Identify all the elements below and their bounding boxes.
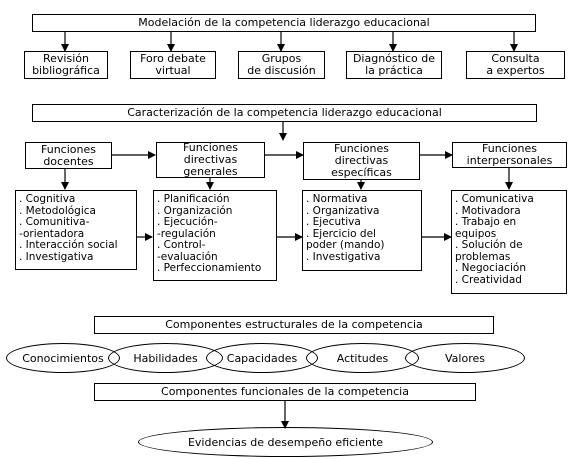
list-item: . Perfeccionamiento xyxy=(157,262,262,274)
item-consulta: Consulta a expertos xyxy=(466,51,565,79)
list-item: . Trabajo en equipos xyxy=(455,216,517,240)
list-item: . Comunicativa xyxy=(455,193,534,205)
list-item: . Cognitiva xyxy=(19,193,76,205)
function-docentes: Funciones docentes xyxy=(25,142,112,169)
list-interpersonales: . Comunicativa . Motivadora . Trabajo en… xyxy=(451,190,567,294)
list-item: . Creatividad xyxy=(455,273,522,286)
component-capacidades: Capacidades xyxy=(206,343,318,373)
list-item: . Negociación xyxy=(455,262,526,274)
list-item: . Organización xyxy=(157,204,233,217)
list-item: . Control- -evaluación xyxy=(157,239,218,263)
list-item: . Normativa xyxy=(306,193,368,205)
section3-title: Componentes estructurales de la competen… xyxy=(94,316,494,334)
component-valores: Valores xyxy=(405,343,525,373)
item-foro: Foro debate virtual xyxy=(130,51,216,79)
list-item: . Investigativa xyxy=(306,250,381,263)
item-grupos: Grupos de discusión xyxy=(238,51,325,79)
item-diagnostico: Diagnóstico de la práctica xyxy=(346,51,442,79)
result-evidencias: Evidencias de desempeño eficiente xyxy=(138,427,433,457)
function-especificas: Funciones directivas específicas xyxy=(303,142,420,180)
list-generales: . Planificación . Organización . Ejecuci… xyxy=(153,190,277,281)
section2-title: Caracterización de la competencia lidera… xyxy=(32,104,537,122)
list-item: . Ejecución- -regulación xyxy=(157,216,218,240)
section1-title: Modelación de la competencia liderazgo e… xyxy=(32,14,536,32)
list-docentes: . Cognitiva . Metodológica . Comunitiva-… xyxy=(15,190,137,270)
list-item: . Metodológica xyxy=(19,204,96,217)
list-item: . Organizativa xyxy=(306,204,380,217)
list-especificas: . Normativa . Organizativa . Ejecutiva .… xyxy=(302,190,422,271)
component-conocimientos: Conocimientos xyxy=(6,343,120,373)
section4-title: Componentes funcionales de la competenci… xyxy=(94,383,476,401)
list-item: . Comunitiva- -orientadora xyxy=(19,216,90,240)
list-item: . Motivadora xyxy=(455,204,521,217)
list-item: . Ejecutiva xyxy=(306,216,361,228)
list-item: . Investigativa xyxy=(19,250,94,263)
list-item: . Ejercicio del poder (mando) xyxy=(306,227,385,251)
component-actitudes: Actitudes xyxy=(306,343,419,373)
item-revision: Revisión bibliográfica xyxy=(24,51,108,79)
list-item: . Interacción social xyxy=(19,239,118,251)
list-item: . Planificación xyxy=(157,193,230,205)
function-interpersonales: Funciones interpersonales xyxy=(452,142,567,168)
list-item: . Solución de problemas xyxy=(455,239,523,263)
function-generales: Funciones directivas generales xyxy=(156,142,265,178)
